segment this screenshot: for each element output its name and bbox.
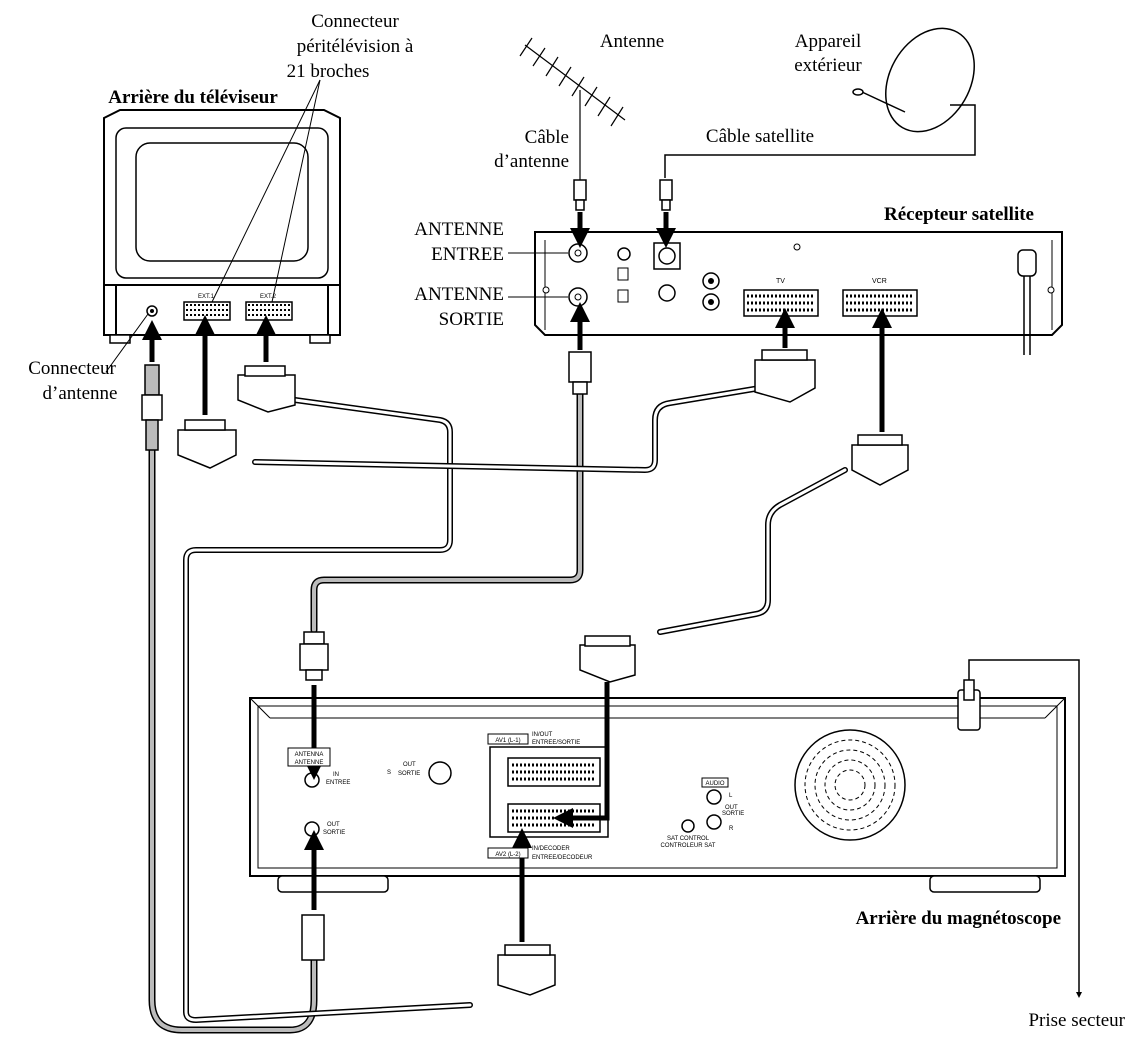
vcr-antenna-box-line2: ANTENNE xyxy=(295,760,324,766)
antenna-connector-label-line1: Connecteur xyxy=(28,358,116,379)
antenne-sortie-line1: ANTENNE xyxy=(414,284,504,305)
sat-vcr-label: VCR xyxy=(872,278,887,285)
vcr-entree-label: ENTREE xyxy=(326,780,350,786)
antenne-entree-line1: ANTENNE xyxy=(414,219,504,240)
antenna-connector-label-line2: d’antenne xyxy=(43,383,118,404)
television-rear: EXT.1 EXT.2 xyxy=(103,109,341,344)
peritel-label-line1: Connecteur xyxy=(311,11,399,32)
vcr-av1-desc-line1: IN/OUT xyxy=(532,732,553,738)
vcr-s-sortie-label: SORTIE xyxy=(398,771,420,777)
satellite-cable-label: Câble satellite xyxy=(706,126,814,147)
sat-power-cord xyxy=(1017,249,1037,277)
vcr-av1-desc-line2: ENTREE/SORTIE xyxy=(532,740,580,746)
vcr-audio-box: AUDIO xyxy=(705,781,724,787)
tv-ext1-label: EXT.1 xyxy=(198,294,215,300)
satellite-dish-icon xyxy=(664,27,976,178)
vcr-audio-sortie: SORTIE xyxy=(722,811,744,817)
satellite-receiver-rear: TV VCR xyxy=(534,231,1063,355)
vcr-av2-desc-line2: ENTREE/DECODEUR xyxy=(532,855,593,861)
antenna-icon xyxy=(519,37,626,180)
vcr-audio-r: R xyxy=(729,826,734,832)
vcr-s-out-label: OUT xyxy=(403,762,416,768)
vcr-out-label: OUT xyxy=(327,822,340,828)
vcr-fan-grille xyxy=(794,729,906,841)
antenne-entree-line2: ENTREE xyxy=(431,244,504,265)
vcr-sat-control-line2: CONTROLEUR SAT xyxy=(661,843,716,849)
external-device-label-line1: Appareil xyxy=(795,31,861,52)
tv-ext2-label: EXT.2 xyxy=(260,294,277,300)
antenna-cable-label-line2: d’antenne xyxy=(494,151,569,172)
antenne-sortie-line2: SORTIE xyxy=(439,309,504,330)
peritel-label-line3: 21 broches xyxy=(287,61,370,82)
satellite-receiver-title: Récepteur satellite xyxy=(884,204,1034,225)
vcr-in-label: IN xyxy=(333,772,339,778)
vcr-sat-control-line1: SAT CONTROL xyxy=(667,836,710,842)
peritel-label-line2: péritélévision à xyxy=(297,36,414,57)
mains-outlet-label: Prise secteur xyxy=(1028,1010,1125,1031)
vcr-rear-title: Arrière du magnétoscope xyxy=(856,908,1061,929)
antenna-cable-label-line1: Câble xyxy=(525,127,569,148)
sat-tv-label: TV xyxy=(776,278,785,285)
vcr-av2-box: AV2 (L-2) xyxy=(495,852,520,858)
vcr-s-label: S xyxy=(387,770,391,776)
vcr-audio-l: L xyxy=(729,793,733,799)
tv-rear-title: Arrière du téléviseur xyxy=(108,87,278,108)
vcr-sortie-label: SORTIE xyxy=(323,830,345,836)
vcr-antenna-box-line1: ANTENNA xyxy=(295,752,324,758)
vcr-av2-desc-line1: IN/DECODER xyxy=(532,846,570,852)
vcr-audio-out: OUT xyxy=(725,805,738,811)
vcr-rear xyxy=(249,679,1066,893)
antenna-label: Antenne xyxy=(600,31,664,52)
vcr-av1-box: AV1 (L-1) xyxy=(495,738,520,744)
external-device-label-line2: extérieur xyxy=(794,55,862,76)
